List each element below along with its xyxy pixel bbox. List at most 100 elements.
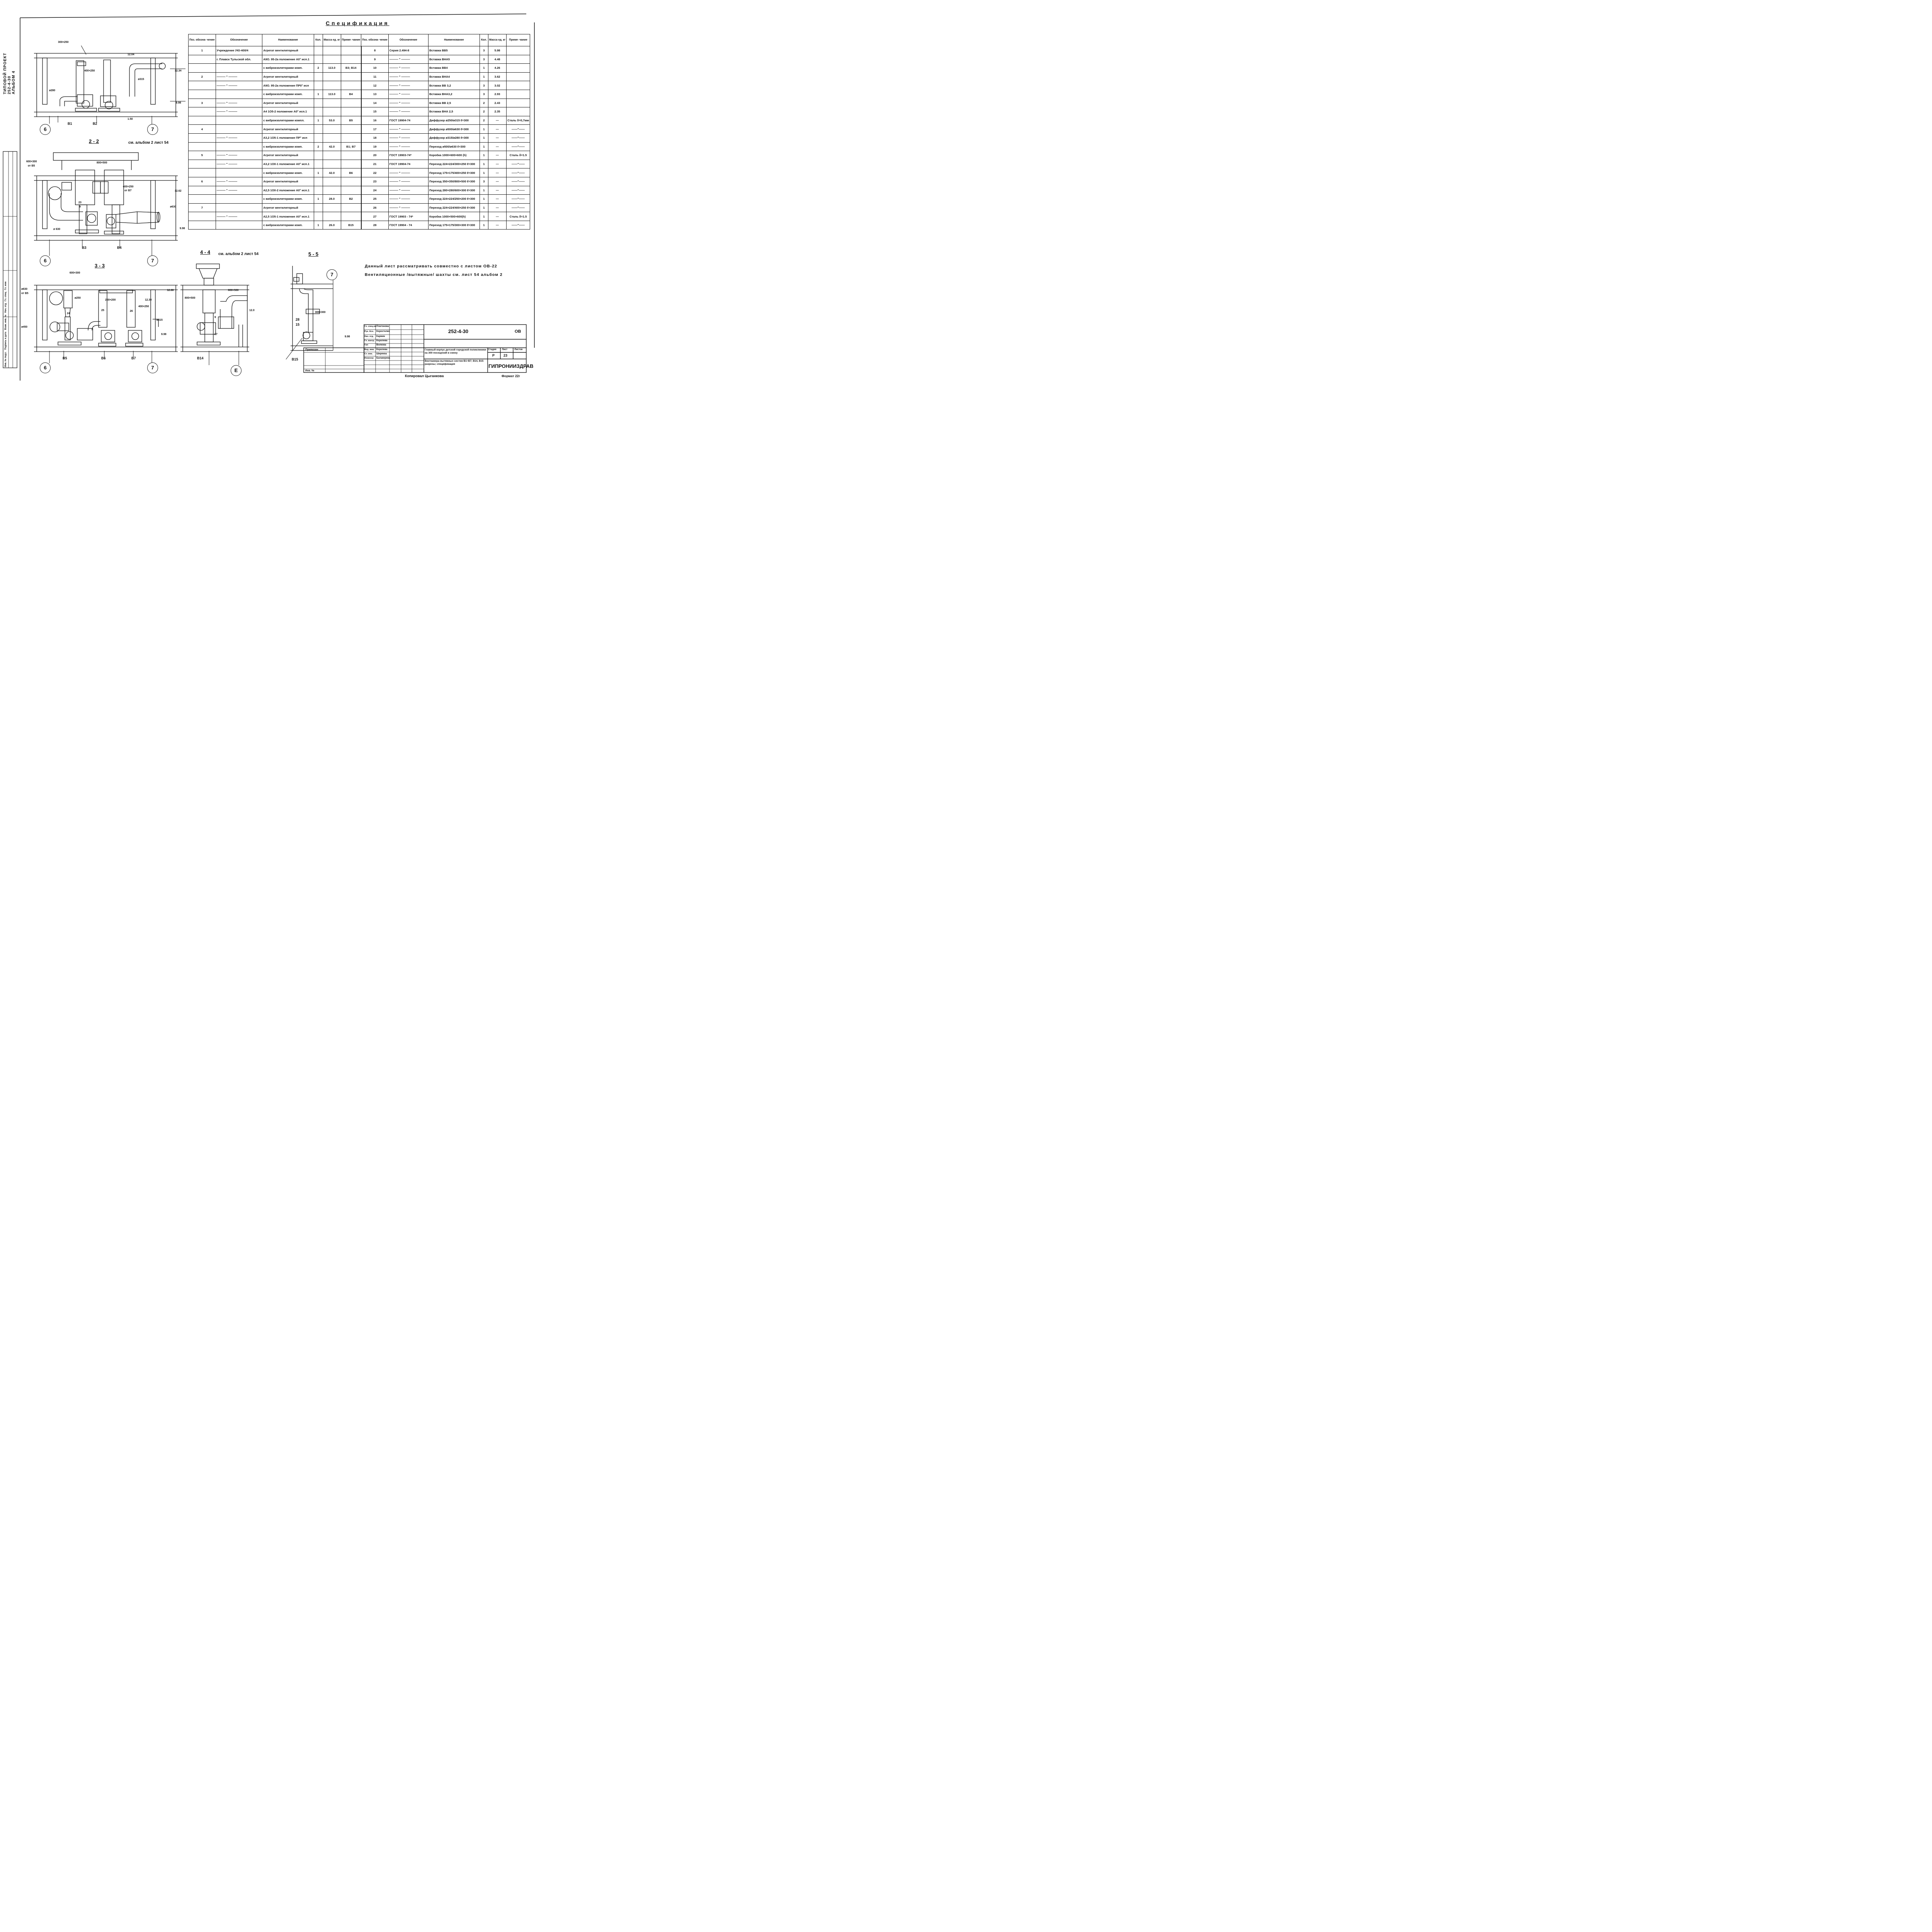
spec-cell-left: [215, 220, 263, 230]
spec-cell-left: с виброизоляторами компл.: [262, 116, 314, 125]
spec-cell-left: Агрегат вентиляторный: [262, 46, 314, 55]
dim-s3-400x250: 400×250: [138, 305, 149, 308]
spec-cell-right: 9: [361, 54, 389, 64]
spec-cell-right: ——— " ———: [388, 54, 429, 64]
spec-cell-right: —: [488, 142, 507, 151]
spec-cell-left: 6: [188, 177, 216, 186]
spec-cell-right: Переход 224×224/400×250 ℓ=300: [428, 203, 480, 213]
section-title-5-5: 5 - 5: [308, 251, 319, 257]
left-strip-6: Гл. инж: [5, 281, 7, 290]
spec-cell-left: ——— " ———: [215, 151, 263, 160]
spec-cell-right: [506, 46, 530, 55]
spec-cell-left: 1: [313, 89, 323, 99]
dim-s1-400x250: 400×250: [84, 70, 95, 72]
section-ref-album-a: см. альбом 2 лист 54: [128, 141, 169, 145]
spec-cell-right: —: [488, 116, 507, 125]
spec-cell-left: Агрегат вентиляторный: [262, 203, 314, 213]
spec-cell-left: 42.0: [322, 142, 341, 151]
spec-cell-right: Переход 175×175/300×300 ℓ=300: [428, 220, 480, 230]
spec-cell-left: 1: [188, 46, 216, 55]
spec-cell-right: 3: [479, 89, 488, 99]
spec-cell-left: [340, 212, 362, 221]
spec-cell-left: [313, 212, 323, 221]
section-ref-album-b: см. альбом 2 лист 54: [218, 252, 259, 256]
spec-cell-right: —: [488, 212, 507, 221]
spec-cell-left: 53.0: [322, 116, 341, 125]
stamp-sheets-header: Листов: [514, 349, 523, 351]
axis-7-top: 7: [147, 124, 158, 135]
spec-cell-right: Вставка ВНА 2,5: [428, 107, 480, 116]
hdr-code-r: Обозначение: [388, 34, 429, 46]
stamp-org: ГИПРОНИИЗДРАВ: [488, 363, 534, 369]
spec-cell-left: [340, 72, 362, 82]
project-side-label: ТИПОВОЙ ПРОЕКТ 252-4-30 АЛЬБОМ 4: [3, 53, 16, 94]
spec-cell-right: —: [488, 124, 507, 134]
spec-cell-right: Сталь δ=1.5: [506, 212, 530, 221]
spec-cell-left: [340, 54, 362, 64]
left-strip-labels: Инв. № подл. Подпись и дата Взам. инв. №…: [4, 282, 8, 367]
spec-cell-left: ——— " ———: [215, 98, 263, 108]
spec-cell-left: [313, 98, 323, 108]
hdr-mass-r: Масса ед. кг: [488, 34, 507, 46]
side-label-line-2: 252-4-30: [7, 75, 12, 94]
stamp-name: Королева: [376, 340, 388, 342]
spec-cell-right: ——— " ———: [388, 81, 429, 90]
spec-cell-right: Диффузор ø500/ø630 ℓ=300: [428, 124, 480, 134]
spec-cell-right: ——— " ———: [388, 177, 429, 186]
note-line-1: Данный лист рассматривать совместно с ли…: [365, 264, 497, 269]
axis-6-bottom: 6: [40, 362, 51, 373]
stamp-role: Гл. контр.: [364, 340, 375, 342]
spec-cell-left: ——— " ———: [215, 81, 263, 90]
stamp-name: Платонова: [376, 325, 389, 328]
spec-cell-right: —: [488, 168, 507, 177]
system-b5: В5: [63, 356, 67, 360]
pos-s5-15: 15: [296, 323, 300, 327]
spec-cell-left: [188, 54, 216, 64]
spec-cell-left: [188, 133, 216, 143]
spec-cell-right: ——— " ———: [388, 124, 429, 134]
spec-cell-right: ——"——: [506, 124, 530, 134]
pos-s3-24: 24: [67, 312, 70, 315]
spec-cell-left: 26.0: [322, 220, 341, 230]
hdr-qty-r: Кол.: [479, 34, 488, 46]
spec-cell-right: 5.98: [488, 46, 507, 55]
system-b3: В3: [82, 246, 87, 250]
spec-cell-right: 11: [361, 72, 389, 82]
hdr-name-r: Наименование: [428, 34, 480, 46]
spec-cell-right: ——"——: [506, 168, 530, 177]
spec-cell-right: Сталь δ=0,7мм: [506, 116, 530, 125]
spec-cell-right: ГОСТ 19903 - 74*: [388, 212, 429, 221]
spec-cell-right: 19: [361, 142, 389, 151]
spec-cell-left: Агрегат вентиляторный: [262, 151, 314, 160]
pos-s2-23: 23: [78, 201, 82, 204]
title-block: [303, 324, 527, 373]
spec-cell-left: [322, 151, 341, 160]
stamp-attached: Привязан: [305, 349, 318, 351]
spec-cell-left: Агрегат вентиляторный: [262, 98, 314, 108]
dim-s4-800x500-r: 800×500: [228, 289, 239, 292]
dim-s3-d630: ø630: [21, 288, 27, 291]
level-s1-9.98: 9.98: [176, 102, 181, 104]
spec-cell-left: А3,2 1О5-1 положение ПР° исп: [262, 133, 314, 143]
spec-cell-left: [322, 81, 341, 90]
spec-cell-left: [188, 116, 216, 125]
spec-cell-right: ——"——: [506, 194, 530, 204]
spec-cell-left: 28.0: [322, 194, 341, 204]
spec-cell-left: с виброизоляторами комп.: [262, 63, 314, 73]
spec-cell-left: [322, 107, 341, 116]
spec-cell-right: 14: [361, 98, 389, 108]
spec-cell-right: Вставка ВВ 2,5: [428, 98, 480, 108]
spec-cell-right: ——"——: [506, 159, 530, 169]
spec-row: г. Плавск Тульской обл.А9О. 95-2а положе…: [188, 54, 530, 64]
